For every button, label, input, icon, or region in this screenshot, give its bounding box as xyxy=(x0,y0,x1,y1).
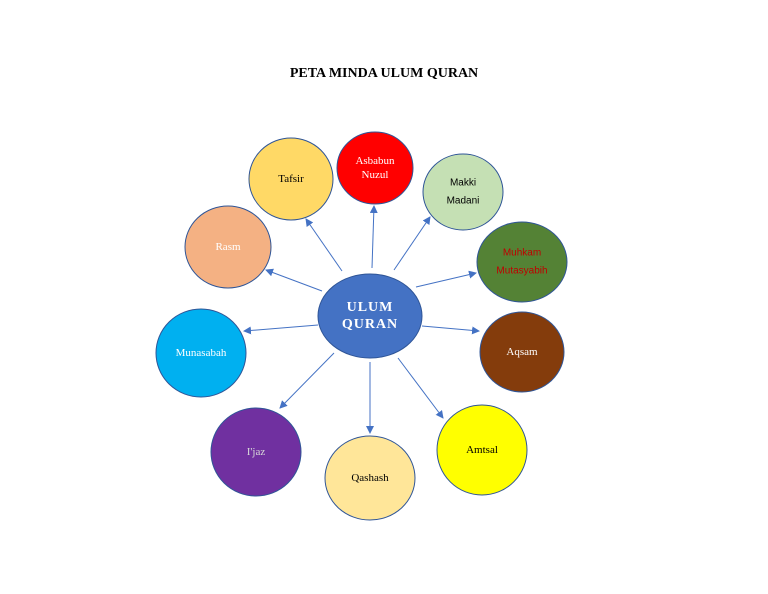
node-makki-madani-label-line: Makki xyxy=(450,178,476,189)
node-ijaz: I'jaz xyxy=(210,407,302,497)
node-circle-aqsam xyxy=(479,311,565,393)
node-aqsam-label-line: Aqsam xyxy=(506,346,538,358)
arrow-to-tafsir xyxy=(305,218,343,272)
node-aqsam: Aqsam xyxy=(479,311,565,393)
node-qashash: Qashash xyxy=(324,435,416,521)
node-circle-makki-madani xyxy=(422,153,504,231)
node-circle-asbabun-nuzul xyxy=(336,131,414,205)
node-tafsir: Tafsir xyxy=(248,137,334,221)
node-circle-tafsir xyxy=(248,137,334,221)
node-circle-muhkam-mutasyabih xyxy=(476,221,568,303)
arrow-to-amtsal xyxy=(397,357,444,419)
node-rasm: Rasm xyxy=(184,205,272,289)
page-title: PETA MINDA ULUM QURAN xyxy=(289,66,479,81)
central-node-label-line: ULUM xyxy=(347,300,394,315)
node-asbabun-nuzul-label-line: Nuzul xyxy=(362,169,389,181)
central-node-circle xyxy=(317,273,423,359)
node-amtsal-label-line: Amtsal xyxy=(466,444,498,456)
node-tafsir-label-line: Tafsir xyxy=(278,173,304,185)
central-node: ULUM QURAN xyxy=(317,273,423,359)
node-circle-rasm xyxy=(184,205,272,289)
arrow-to-aqsam xyxy=(421,325,480,335)
node-circle-amtsal xyxy=(436,404,528,496)
arrow-to-asbabun-nuzul xyxy=(369,205,378,269)
arrow-to-munasabah xyxy=(243,324,319,335)
node-amtsal: Amtsal xyxy=(436,404,528,496)
node-asbabun-nuzul-label-line: Asbabun xyxy=(355,155,395,167)
arrow-to-muhkam-mutasyabih xyxy=(415,270,477,288)
node-makki-madani-label-line: Madani xyxy=(447,196,480,207)
node-qashash-label-line: Qashash xyxy=(351,472,389,484)
node-ijaz-label-line: I'jaz xyxy=(247,446,266,458)
node-circle-qashash xyxy=(324,435,416,521)
arrow-to-makki-madani xyxy=(393,216,431,271)
node-munasabah: Munasabah xyxy=(155,308,247,398)
arrow-to-ijaz xyxy=(279,352,335,409)
arrow-to-rasm xyxy=(265,268,323,292)
node-rasm-label-line: Rasm xyxy=(215,241,241,253)
node-circle-ijaz xyxy=(210,407,302,497)
node-muhkam-mutasyabih-label-line: Mutasyabih xyxy=(496,266,547,277)
central-node-label-line: QURAN xyxy=(342,317,398,332)
node-muhkam-mutasyabih-label-line: Muhkam xyxy=(503,248,541,259)
node-circle-munasabah xyxy=(155,308,247,398)
node-munasabah-label-line: Munasabah xyxy=(176,347,227,359)
